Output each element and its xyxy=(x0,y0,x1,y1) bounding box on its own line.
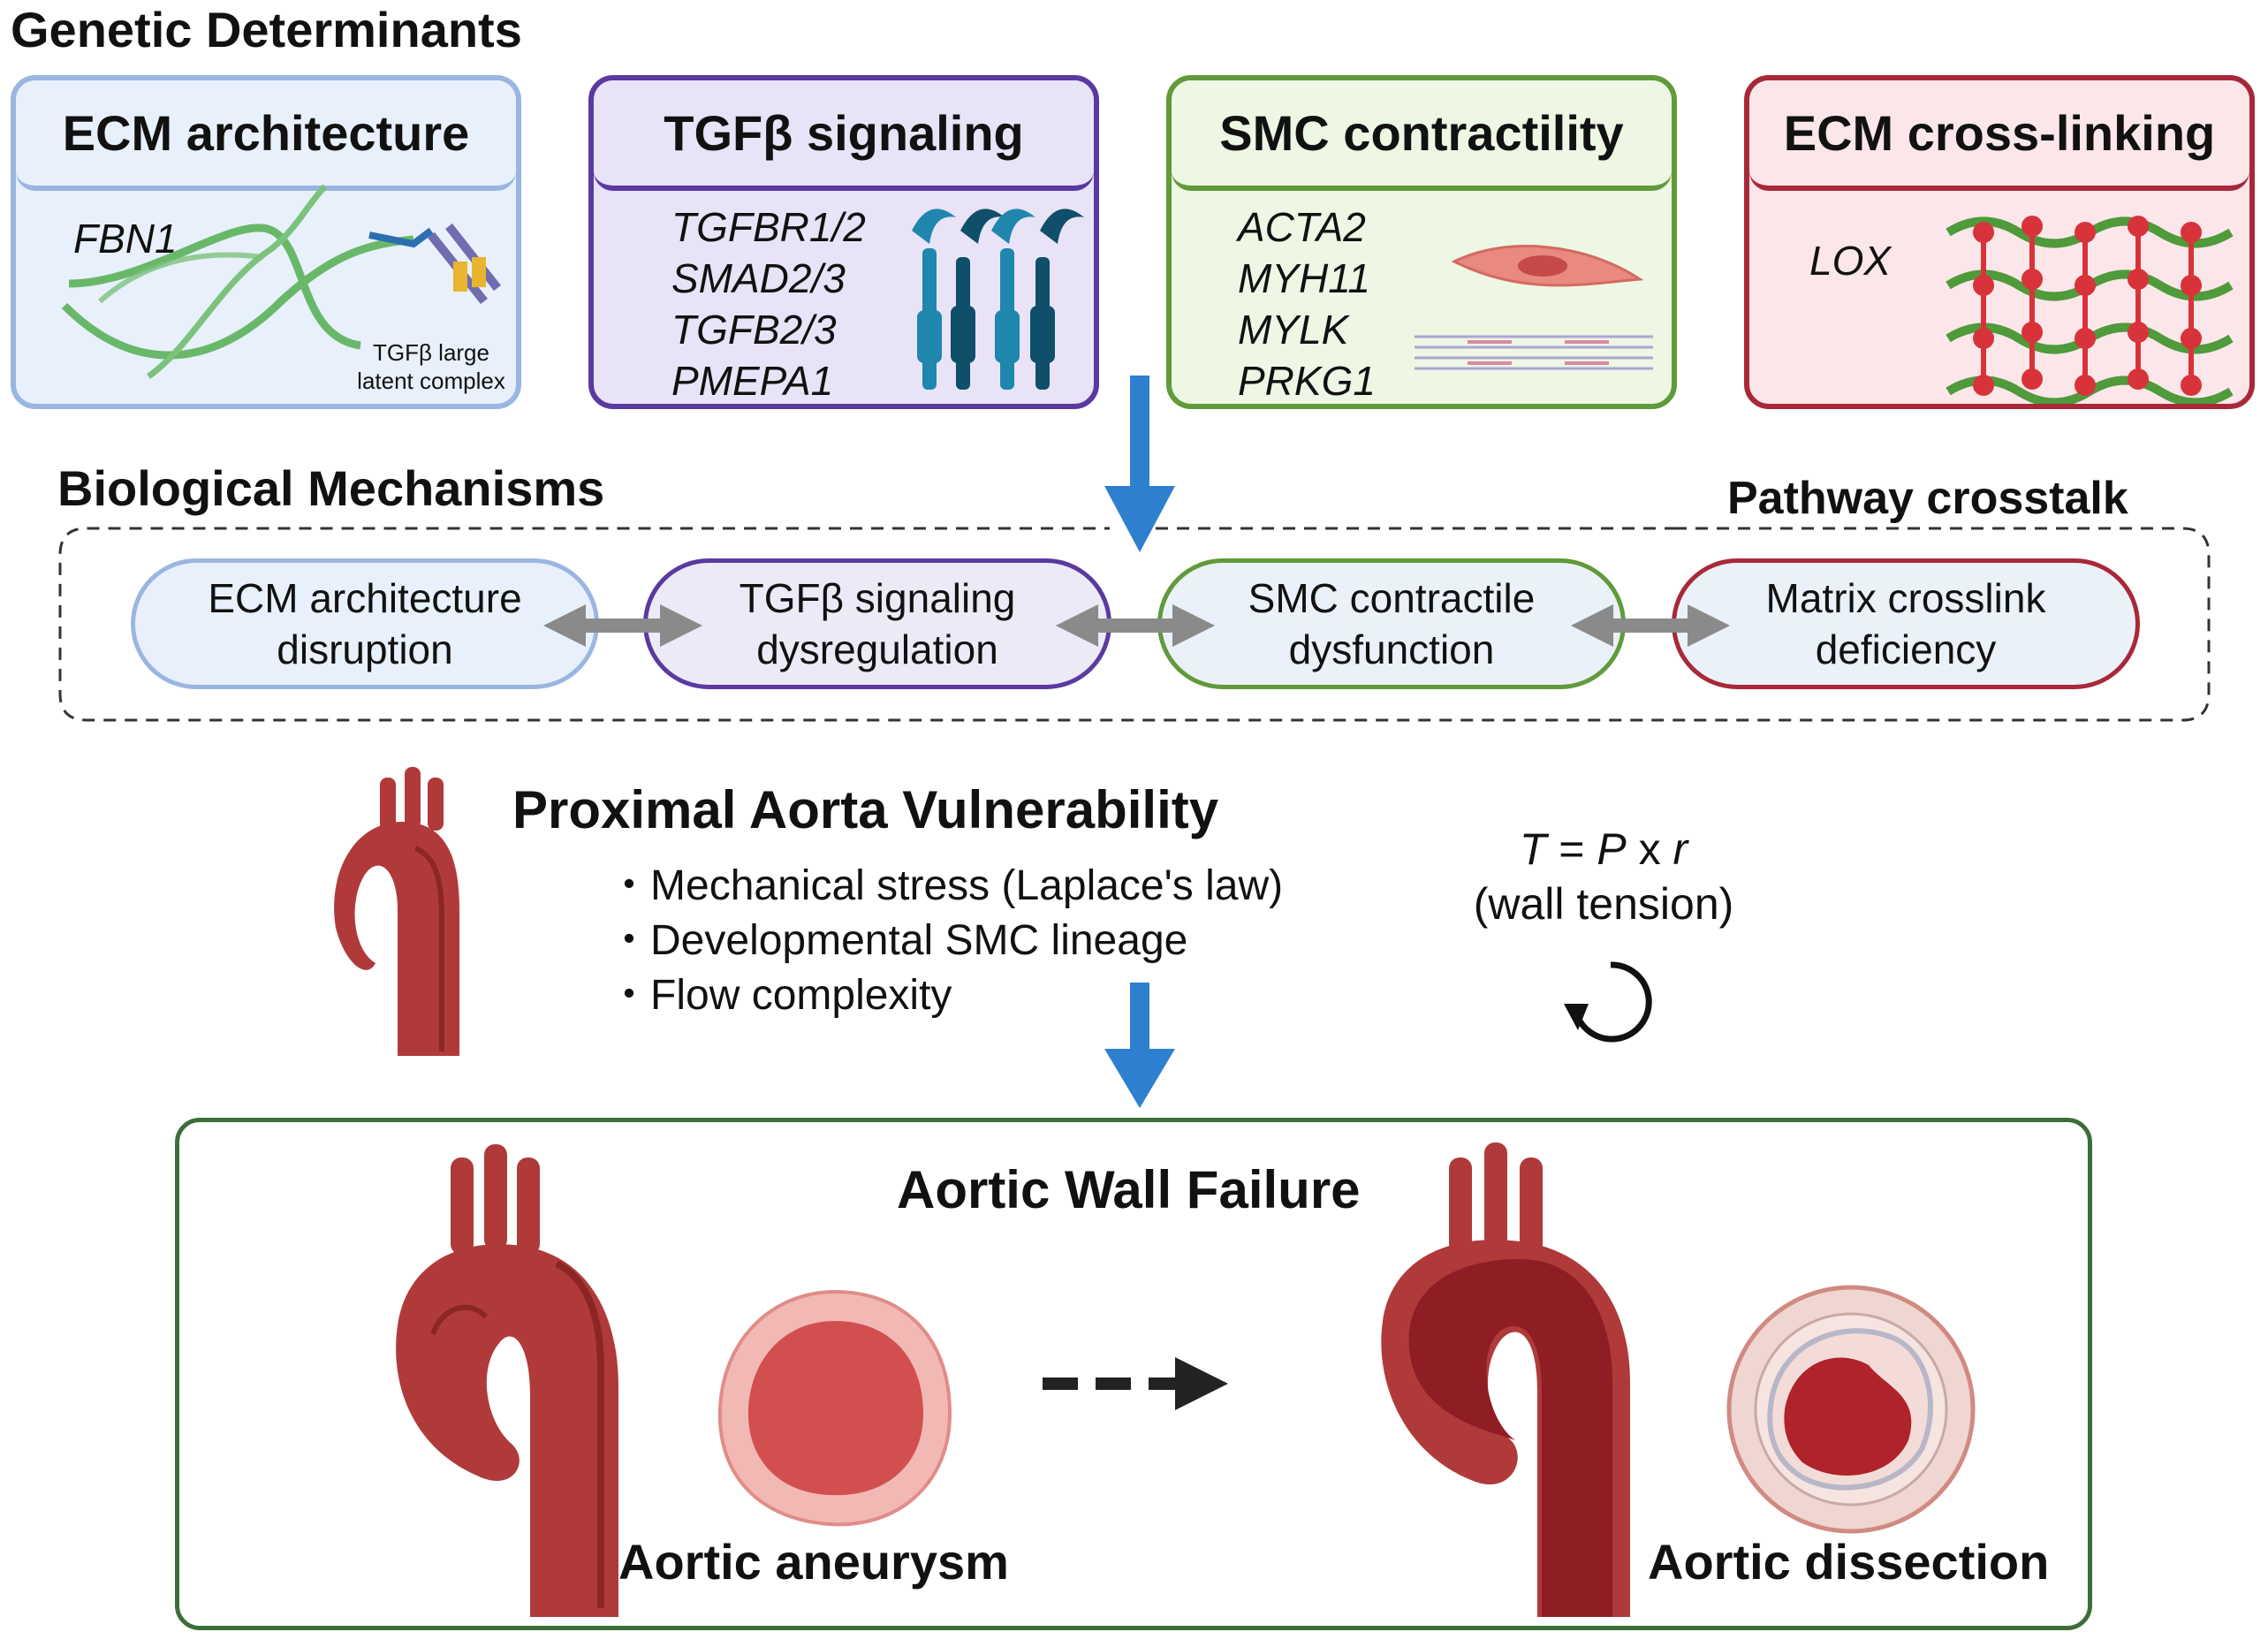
crosstalk-double-arrow-icon xyxy=(543,604,702,647)
bullet-item: ・Mechanical stress (Laplace's law) xyxy=(608,859,1283,914)
crosstalk-double-arrow-icon xyxy=(1571,604,1730,647)
gene-label: TGFBR1/2 xyxy=(671,204,866,250)
refresh-cycle-icon xyxy=(1564,961,1652,1043)
bullet-text: Flow complexity xyxy=(650,972,952,1019)
bullet-text: Mechanical stress (Laplace's law) xyxy=(650,862,1284,909)
aortic-dissection-icon xyxy=(1381,1142,1630,1617)
gene-label: FBN1 xyxy=(73,216,178,262)
bullet-mark: ・ xyxy=(608,972,651,1019)
card-ecm-architecture: ECM architecture FBN1 TGFβ large latent … xyxy=(11,75,521,409)
down-arrow-icon xyxy=(1104,376,1175,552)
gene-label: TGFB2/3 xyxy=(671,307,837,353)
mechanism-line-2: deficiency xyxy=(1815,626,1997,672)
mechanism-line-1: Matrix crosslink xyxy=(1765,575,2046,621)
annotation-line-1: TGFβ large xyxy=(373,339,489,366)
gene-label: MYH11 xyxy=(1238,255,1370,301)
gene-label: LOX xyxy=(1809,238,1892,284)
card-title: SMC contractility xyxy=(1172,80,1672,191)
mechanism-line-2: disruption xyxy=(277,626,453,672)
annotation-line-2: latent complex xyxy=(357,368,505,394)
mechanism-line-1: SMC contractile xyxy=(1248,575,1536,621)
sarcomere-icon xyxy=(1415,335,1653,370)
fibrillin-microfibril-illustration xyxy=(61,184,501,379)
gene-label: PRKG1 xyxy=(1238,358,1376,404)
crosstalk-double-arrow-icon xyxy=(1056,604,1215,647)
bullet-text: Developmental SMC lineage xyxy=(650,917,1188,964)
vulnerability-bullet-list: ・Mechanical stress (Laplace's law) ・Deve… xyxy=(608,859,1283,1023)
genetic-determinants-title: Genetic Determinants xyxy=(11,2,522,57)
laplace-equation: T = P x r xyxy=(1462,822,1745,877)
mechanism-tgfb-dysregulation: TGFβ signaling dysregulation xyxy=(643,558,1111,689)
pathway-crosstalk-label: Pathway crosstalk xyxy=(1727,473,2128,524)
card-ecm-cross-linking: ECM cross-linking LOX xyxy=(1744,75,2255,409)
latent-complex-label: TGFβ large latent complex xyxy=(343,338,516,395)
gene-label: PMEPA1 xyxy=(671,358,834,404)
card-title: TGFβ signaling xyxy=(594,80,1094,191)
smooth-muscle-cell-icon xyxy=(1415,245,1653,370)
progression-dashed-arrow-icon xyxy=(1043,1357,1228,1410)
card-title: ECM cross-linking xyxy=(1749,80,2249,191)
bullet-mark: ・ xyxy=(608,862,651,909)
law-symbol: x xyxy=(1626,824,1673,874)
card-tgfb-signaling: TGFβ signaling TGFBR1/2 SMAD2/3 TGFB2/3 … xyxy=(588,75,1099,409)
aortic-aneurysm-icon xyxy=(396,1144,618,1617)
mechanism-crosslink-deficiency: Matrix crosslink deficiency xyxy=(1672,558,2140,689)
bullet-mark: ・ xyxy=(608,917,651,964)
law-symbol: = xyxy=(1546,824,1597,874)
vulnerability-title: Proximal Aorta Vulnerability xyxy=(512,780,1219,839)
gene-label: ACTA2 xyxy=(1238,204,1366,250)
aortic-aneurysm-label: Aortic aneurysm xyxy=(618,1534,1009,1590)
tgfb-latent-complex-icon xyxy=(368,223,501,305)
mechanism-line-2: dysregulation xyxy=(756,626,998,672)
mechanism-ecm-disruption: ECM architecture disruption xyxy=(131,558,599,689)
card-smc-contractility: SMC contractility ACTA2 MYH11 MYLK PRKG1 xyxy=(1166,75,1677,409)
card-title: ECM architecture xyxy=(16,80,516,191)
tgfb-receptor-icon xyxy=(912,209,1084,390)
bullet-item: ・Flow complexity xyxy=(608,968,1283,1023)
aortic-dissection-label: Aortic dissection xyxy=(1648,1534,2050,1590)
gene-label: SMAD2/3 xyxy=(671,255,846,301)
mechanism-smc-dysfunction: SMC contractile dysfunction xyxy=(1157,558,1626,689)
down-arrow-icon xyxy=(1104,983,1175,1108)
aorta-icon xyxy=(334,767,459,1056)
laplace-law: T = P x r (wall tension) xyxy=(1462,822,1745,931)
dissection-cross-section-icon xyxy=(1726,1285,1976,1534)
aneurysm-cross-section-icon xyxy=(717,1289,952,1527)
bullet-item: ・Developmental SMC lineage xyxy=(608,914,1283,968)
biological-mechanisms-title: Biological Mechanisms xyxy=(57,460,605,516)
crosslinked-fibers-icon xyxy=(1946,216,2234,404)
mechanism-line-2: dysfunction xyxy=(1288,626,1495,672)
law-symbol: r xyxy=(1673,824,1688,874)
gene-label: MYLK xyxy=(1238,307,1349,353)
law-symbol: P xyxy=(1597,824,1627,874)
aortic-wall-failure-title: Aortic Wall Failure xyxy=(897,1160,1361,1219)
mechanism-line-1: TGFβ signaling xyxy=(739,575,1016,621)
mechanism-line-1: ECM architecture xyxy=(208,575,522,621)
laplace-caption: (wall tension) xyxy=(1473,879,1734,929)
law-symbol: T xyxy=(1519,824,1547,874)
